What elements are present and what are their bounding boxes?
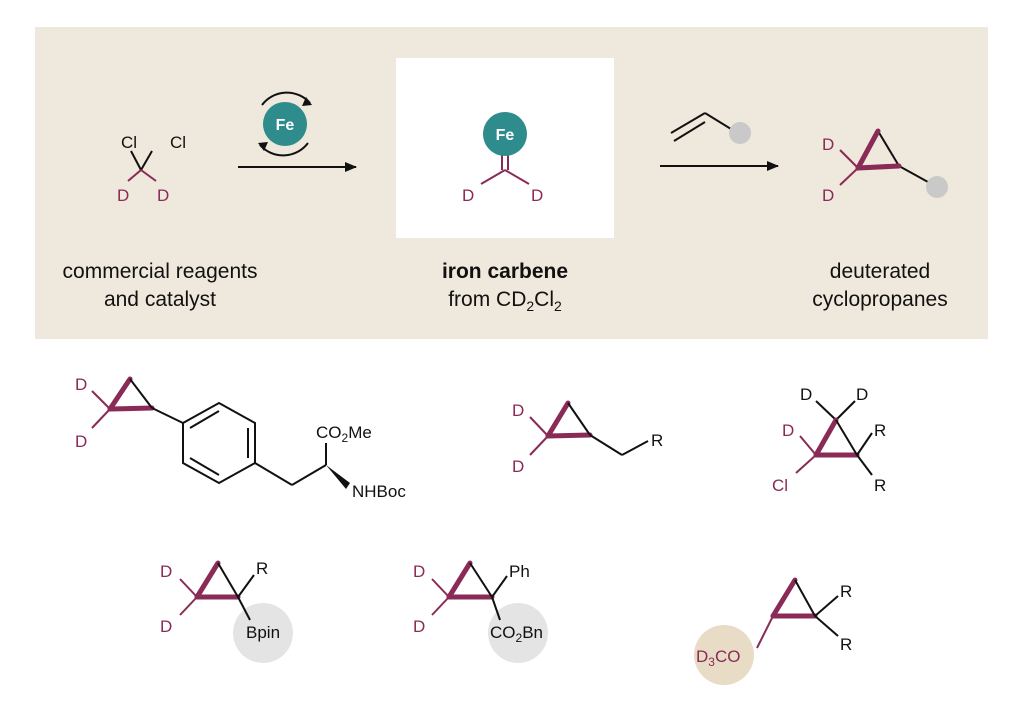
- chlorine-label: Cl: [772, 476, 788, 495]
- product-caption: deuterated: [830, 260, 930, 283]
- example-phenylalanine: D D CO2Me NHBoc: [75, 375, 406, 501]
- iron-carbene: Fe D D: [462, 112, 543, 205]
- deuterated-cyclopropane-product: D D: [822, 128, 948, 205]
- deuterium-label: D: [822, 186, 834, 205]
- alkene-reagent: [670, 112, 751, 144]
- dichloromethane-d2: Cl Cl D D: [117, 133, 186, 205]
- reagent-caption: commercial reagents: [63, 260, 258, 283]
- intermediate-caption: from CD2Cl2: [448, 288, 562, 314]
- deuterium-label: D: [822, 135, 834, 154]
- iron-catalyst: Fe: [258, 91, 312, 157]
- product-caption: cyclopropanes: [812, 288, 947, 311]
- substituent-circle-icon: [729, 122, 751, 144]
- r-group-label: R: [840, 582, 852, 601]
- intermediate-caption: iron carbene: [442, 260, 568, 283]
- deuterium-label: D: [531, 186, 543, 205]
- example-methoxy: D3CO R R: [694, 577, 852, 685]
- methoxy-highlight-circle: [694, 625, 754, 685]
- iron-circle-icon: [263, 102, 307, 146]
- iron-label: Fe: [496, 127, 515, 144]
- reagent-caption: and catalyst: [104, 288, 216, 311]
- example-alkyl: D D R: [512, 400, 663, 476]
- deuterium-label: D: [800, 385, 812, 404]
- deuterium-label: D: [413, 617, 425, 636]
- chlorine-label: Cl: [121, 133, 137, 152]
- deuterium-label: D: [160, 617, 172, 636]
- r-group-label: R: [840, 635, 852, 654]
- ester-label: CO2Me: [316, 423, 372, 445]
- deuterium-label: D: [117, 186, 129, 205]
- deuterium-label: D: [75, 375, 87, 394]
- deuterium-label: D: [157, 186, 169, 205]
- r-group-label: R: [874, 476, 886, 495]
- deuterium-label: D: [462, 186, 474, 205]
- deuterium-label: D: [782, 421, 794, 440]
- deuterium-label: D: [512, 401, 524, 420]
- boron-label: Bpin: [246, 623, 280, 642]
- example-chloro: D D D Cl R R: [772, 385, 886, 495]
- amine-label: NHBoc: [352, 482, 406, 501]
- phenyl-label: Ph: [509, 562, 530, 581]
- r-group-label: R: [874, 421, 886, 440]
- methoxy-label: D3CO: [696, 647, 740, 669]
- substituent-circle-icon: [926, 176, 948, 198]
- chlorine-label: Cl: [170, 133, 186, 152]
- ester-highlight-circle: [488, 603, 548, 663]
- r-group-label: R: [256, 559, 268, 578]
- iron-circle-icon: [483, 112, 527, 156]
- deuterium-label: D: [856, 385, 868, 404]
- deuterium-label: D: [75, 432, 87, 451]
- deuterium-label: D: [160, 562, 172, 581]
- deuterium-label: D: [413, 562, 425, 581]
- example-phenyl-ester: D D Ph CO2Bn: [413, 560, 548, 663]
- ester-label: CO2Bn: [490, 623, 543, 645]
- deuterium-label: D: [512, 457, 524, 476]
- r-group-label: R: [651, 431, 663, 450]
- iron-label: Fe: [276, 117, 295, 134]
- example-boronate: D D R Bpin: [160, 559, 293, 663]
